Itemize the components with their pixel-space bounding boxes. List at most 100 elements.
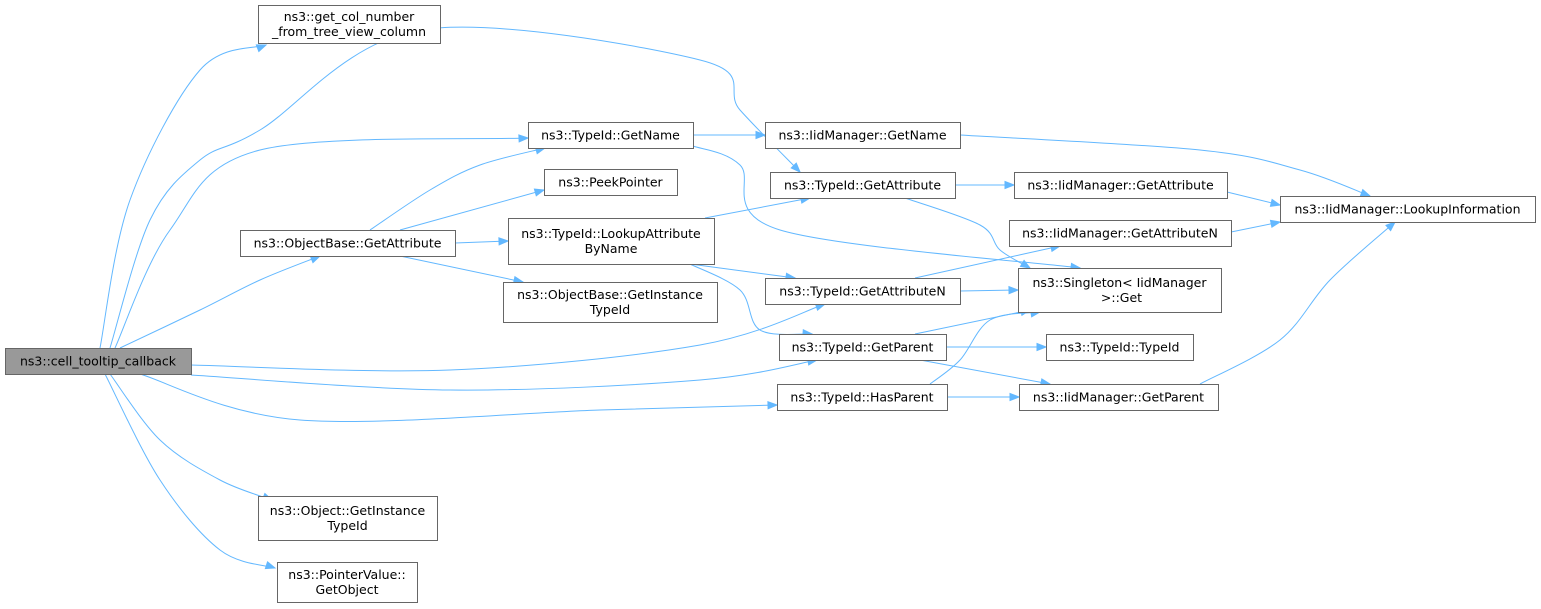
- arrow-head: [1009, 392, 1021, 402]
- edge-line: [119, 255, 321, 349]
- function-node[interactable]: ns3::IidManager::LookupInformation: [1280, 196, 1536, 223]
- edge-line: [369, 147, 546, 231]
- node-label: ns3::PeekPointer: [558, 175, 663, 190]
- edge-line: [139, 373, 778, 423]
- function-node[interactable]: ns3::PeekPointer: [544, 169, 678, 196]
- node-label: ns3::TypeId::GetAttributeN: [779, 284, 945, 299]
- node-box: [544, 169, 678, 196]
- function-node[interactable]: ns3::Singleton< IidManager >::Get: [1018, 268, 1222, 313]
- edge-line: [919, 359, 1051, 385]
- node-label: ns3::cell_tooltip_callback: [20, 354, 177, 369]
- node-label: ByName: [585, 241, 638, 256]
- arrow-head: [498, 237, 510, 246]
- arrow-head: [755, 130, 767, 140]
- edge-line: [692, 145, 1081, 269]
- edge-line: [399, 189, 545, 231]
- edge-n2-n12: [692, 145, 1082, 272]
- edge-n14-n12: [914, 307, 1032, 335]
- edge-n0-n16: [139, 373, 779, 423]
- arrow-head: [533, 188, 546, 197]
- node-label: ns3::IidManager::GetParent: [1033, 390, 1204, 405]
- function-node[interactable]: ns3::ObjectBase::GetAttribute: [240, 230, 456, 257]
- function-node[interactable]: ns3::TypeId::GetParent: [779, 334, 947, 361]
- node-label: ns3::TypeId::GetAttribute: [784, 178, 941, 193]
- arrow-head: [1008, 285, 1020, 295]
- node-label: _from_tree_view_column: [271, 24, 426, 39]
- edge-line: [190, 303, 826, 372]
- function-node[interactable]: ns3::get_col_number_from_tree_view_colum…: [258, 5, 441, 44]
- node-label: GetObject: [316, 582, 379, 597]
- edge-n5-n6: [955, 180, 1016, 190]
- edge-line: [914, 245, 1061, 279]
- node-label: ns3::Object::GetInstance: [270, 503, 426, 518]
- function-node[interactable]: ns3::IidManager::GetParent: [1019, 384, 1219, 411]
- node-box: [765, 122, 961, 149]
- node-box: [1018, 268, 1222, 313]
- edge-line: [959, 289, 1019, 292]
- edge-n0-n1: [99, 44, 268, 349]
- edge-n6-n7: [1226, 191, 1282, 207]
- arrow-head: [767, 401, 779, 410]
- arrow-head: [1359, 188, 1372, 197]
- edge-line: [929, 311, 1041, 385]
- edge-n0-n8: [119, 255, 322, 349]
- arrow-head: [1385, 221, 1397, 232]
- node-label: ns3::TypeId::GetParent: [792, 340, 934, 355]
- edge-n5-n12: [904, 197, 1032, 269]
- arrow-head: [1269, 198, 1282, 207]
- edge-n2-n3: [693, 130, 767, 140]
- edge-line: [689, 263, 796, 279]
- arrow-head: [1019, 259, 1032, 269]
- node-box: [5, 348, 192, 375]
- edge-n8-n9: [454, 237, 510, 246]
- function-node[interactable]: ns3::IidManager::GetAttributeN: [1009, 220, 1232, 247]
- edge-n0-n5: [109, 26, 801, 349]
- edge-n0-n14: [190, 357, 819, 391]
- function-node[interactable]: ns3::TypeId::TypeId: [1046, 334, 1194, 361]
- node-box: [770, 172, 956, 199]
- node-box: [240, 230, 456, 257]
- edge-line: [109, 373, 273, 501]
- edge-line: [704, 197, 811, 219]
- arrow-head: [1004, 180, 1016, 190]
- arrow-head: [790, 162, 801, 173]
- node-label: ns3::TypeId::TypeId: [1060, 340, 1180, 355]
- edge-n8-n2: [369, 146, 547, 231]
- node-label: ns3::get_col_number: [284, 9, 415, 24]
- edge-line: [99, 44, 267, 349]
- arrow-head: [255, 44, 268, 53]
- root-function-node[interactable]: ns3::cell_tooltip_callback: [5, 348, 192, 375]
- node-box: [1014, 172, 1228, 199]
- node-label: ns3::TypeId::HasParent: [790, 390, 933, 405]
- edge-line: [190, 359, 818, 391]
- function-node[interactable]: ns3::IidManager::GetAttribute: [1014, 172, 1228, 199]
- arrow-head: [1036, 342, 1048, 352]
- function-node[interactable]: ns3::TypeId::GetAttributeN: [765, 278, 961, 305]
- edge-n9-n11: [689, 263, 797, 281]
- node-label: >::Get: [1097, 290, 1142, 305]
- function-node[interactable]: ns3::TypeId::GetAttribute: [770, 172, 956, 199]
- node-label: ns3::IidManager::GetName: [778, 128, 946, 143]
- edge-n10-n7: [1230, 219, 1282, 233]
- edge-n16-n17: [947, 392, 1021, 402]
- function-node[interactable]: ns3::PointerValue::GetObject: [277, 562, 418, 603]
- function-node[interactable]: ns3::TypeId::GetName: [528, 122, 694, 149]
- edge-line: [959, 134, 1371, 197]
- node-box: [777, 384, 948, 411]
- edge-n14-n15: [946, 342, 1048, 352]
- node-box: [1009, 220, 1232, 247]
- edge-line: [114, 137, 529, 349]
- edge-n0-n19: [104, 373, 277, 570]
- arrow-head: [264, 561, 277, 570]
- node-box: [1046, 334, 1194, 361]
- function-node[interactable]: ns3::IidManager::GetName: [765, 122, 961, 149]
- edge-n17-n7: [1199, 221, 1397, 385]
- node-label: TypeId: [326, 518, 367, 533]
- function-node[interactable]: ns3::TypeId::HasParent: [777, 384, 948, 411]
- arrow-head: [1269, 219, 1282, 229]
- edge-n9-n5: [704, 195, 812, 219]
